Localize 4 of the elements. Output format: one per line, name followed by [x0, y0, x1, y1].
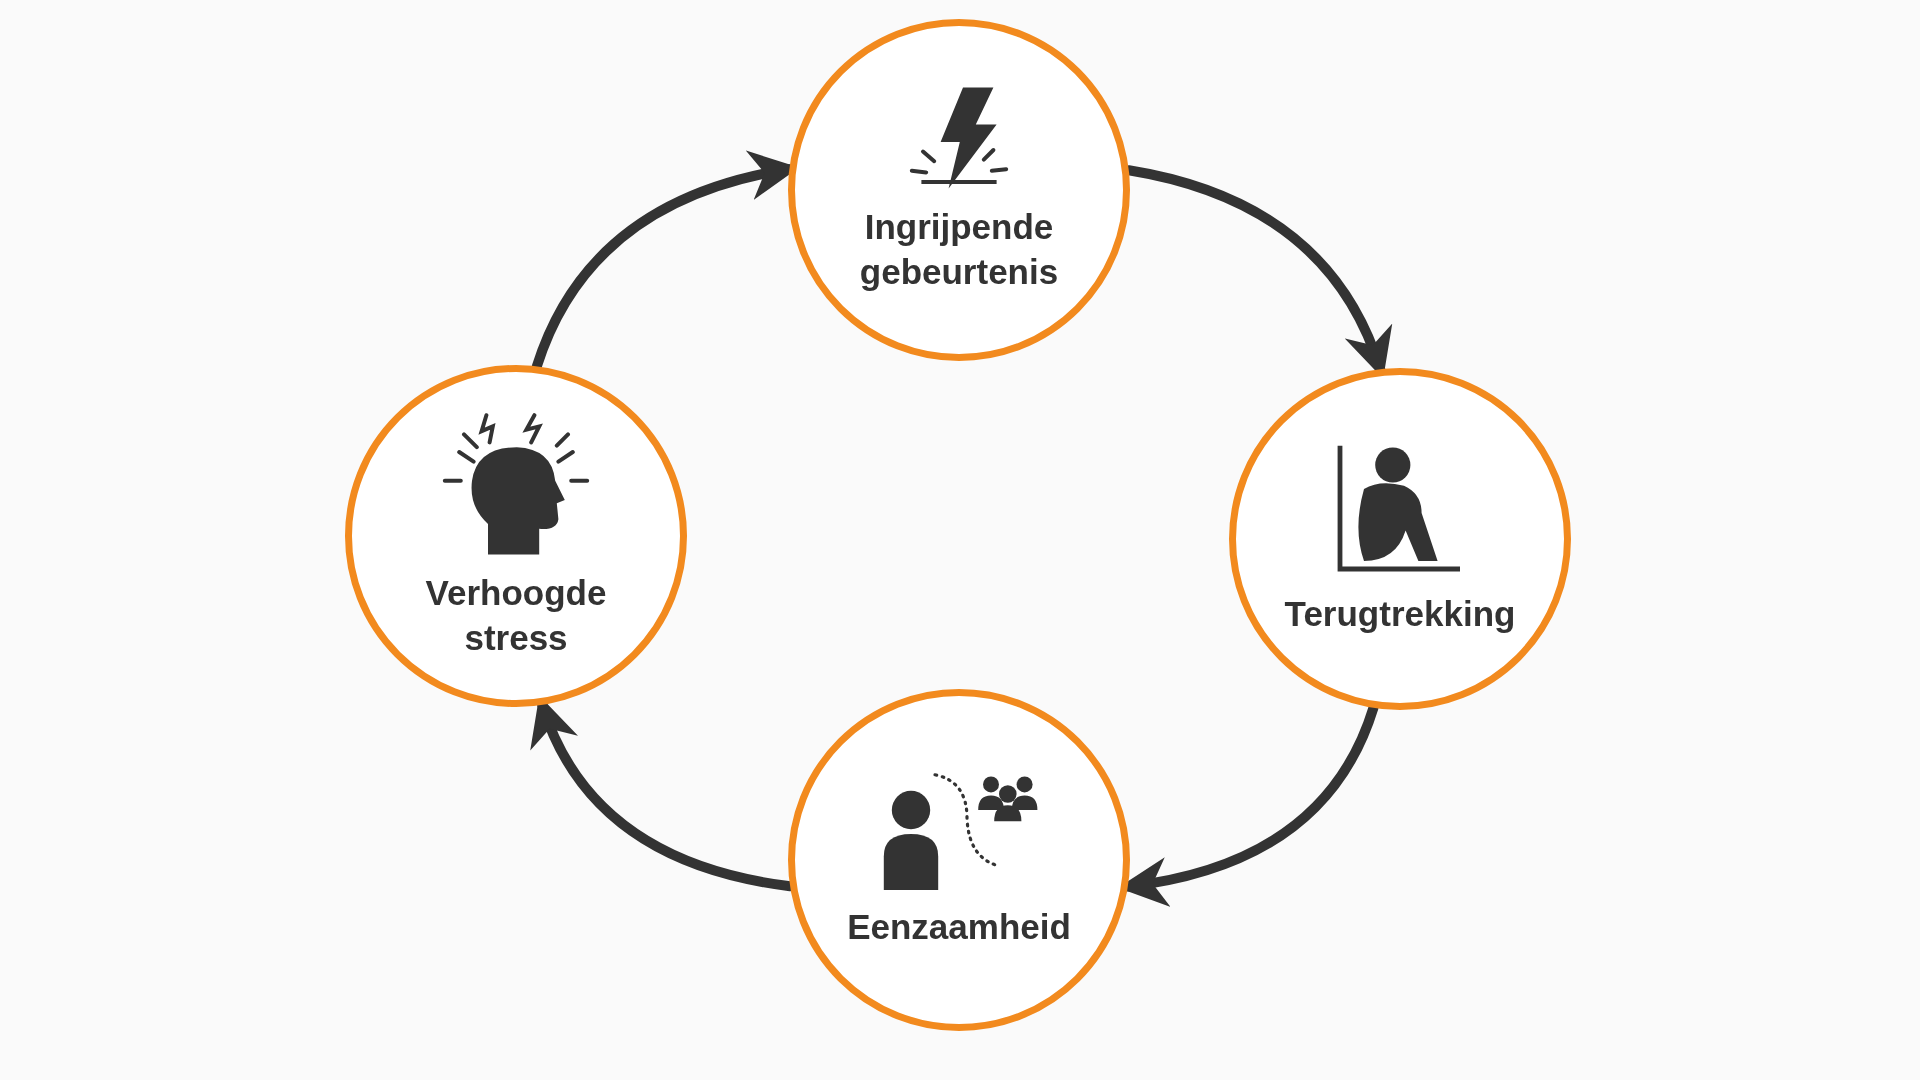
- step-label: Terugtrekking: [1284, 593, 1516, 636]
- step-label: Eenzaamheid: [847, 906, 1071, 949]
- step-label: Verhoogde stress: [424, 571, 608, 659]
- step-label: Ingrijpende gebeurtenis: [858, 205, 1060, 293]
